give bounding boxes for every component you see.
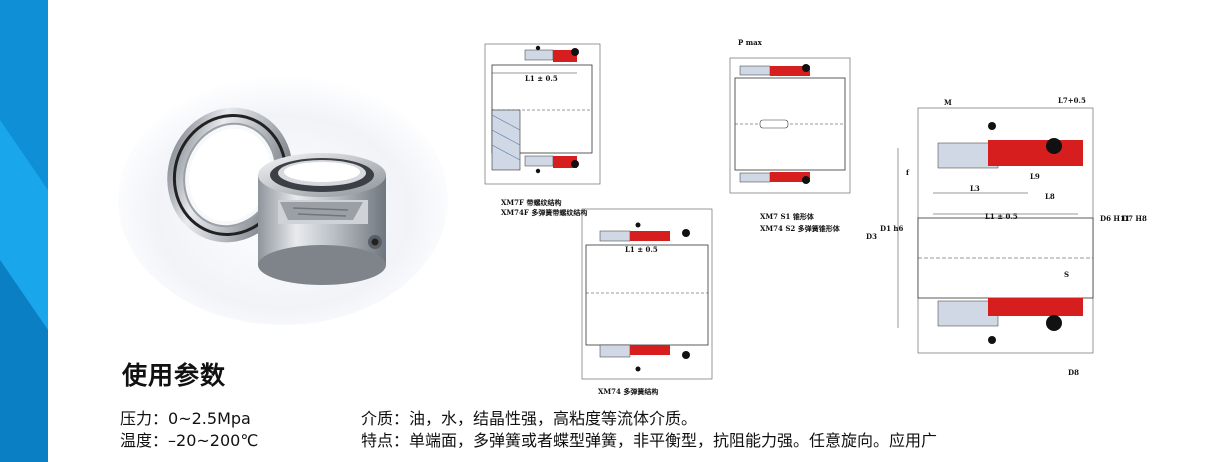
seal-body xyxy=(258,153,386,285)
d4-dim-l1: L1 ± 0.5 xyxy=(985,212,1018,221)
d4-dim-s: S xyxy=(1064,270,1070,279)
drawing-xm7s xyxy=(729,57,851,194)
d4-dim-l7: L7+0.5 xyxy=(1058,96,1086,105)
drawing-xm7f xyxy=(484,43,601,185)
d4-dim-d1: D1 h6 xyxy=(880,224,904,233)
d3-caption1: XM74 多弹簧结构 xyxy=(598,387,659,396)
param-temperature: 温度：–20~200℃ xyxy=(120,431,259,450)
d4-dim-m: M xyxy=(944,98,952,107)
drawing-dimensions xyxy=(897,107,1094,354)
d4-dim-d8: D8 xyxy=(1068,368,1079,377)
d2-caption2: XM74 S2 多弹簧锥形体 xyxy=(760,224,840,233)
section-title: 使用参数 xyxy=(122,361,227,390)
d2-caption1: XM7 S1 锥形体 xyxy=(760,212,814,221)
d1-caption1: XM7F 带螺纹结构 xyxy=(501,198,562,207)
d4-dim-l9: L9 xyxy=(1030,172,1040,181)
description: 介质：油，水，结晶性强，高粘度等流体介质。 特点：单端面，多弹簧或者蝶型弹簧，非… xyxy=(361,408,937,452)
stripe-highlight xyxy=(0,120,48,462)
product-photo xyxy=(118,75,448,325)
param-list: 压力：0~2.5Mpa 温度：–20~200℃ xyxy=(120,408,258,452)
d4-dim-d7: D7 H8 xyxy=(1122,214,1147,223)
param-pressure: 压力：0~2.5Mpa xyxy=(120,409,251,428)
d4-dim-l3: L3 xyxy=(970,184,980,193)
d2-dim-p: P max xyxy=(738,38,762,47)
drawing-xm74 xyxy=(581,208,713,380)
d4-dim-l8: L8 xyxy=(1045,192,1055,201)
desc-features: 特点：单端面，多弹簧或者蝶型弹簧，非平衡型，抗阻能力强。任意旋向。应用广 xyxy=(361,431,938,450)
d4-dim-d6: D6 H11 xyxy=(1100,214,1130,223)
d4-dim-f: f xyxy=(906,168,910,177)
d4-dim-d3: D3 xyxy=(866,232,877,241)
desc-medium: 介质：油，水，结晶性强，高粘度等流体介质。 xyxy=(361,409,698,428)
d3-dim-l1: L1 ± 0.5 xyxy=(625,245,658,254)
d1-dim-l1: L1 ± 0.5 xyxy=(525,74,558,83)
d1-caption2: XM74F 多弹簧带螺纹结构 xyxy=(501,208,588,217)
